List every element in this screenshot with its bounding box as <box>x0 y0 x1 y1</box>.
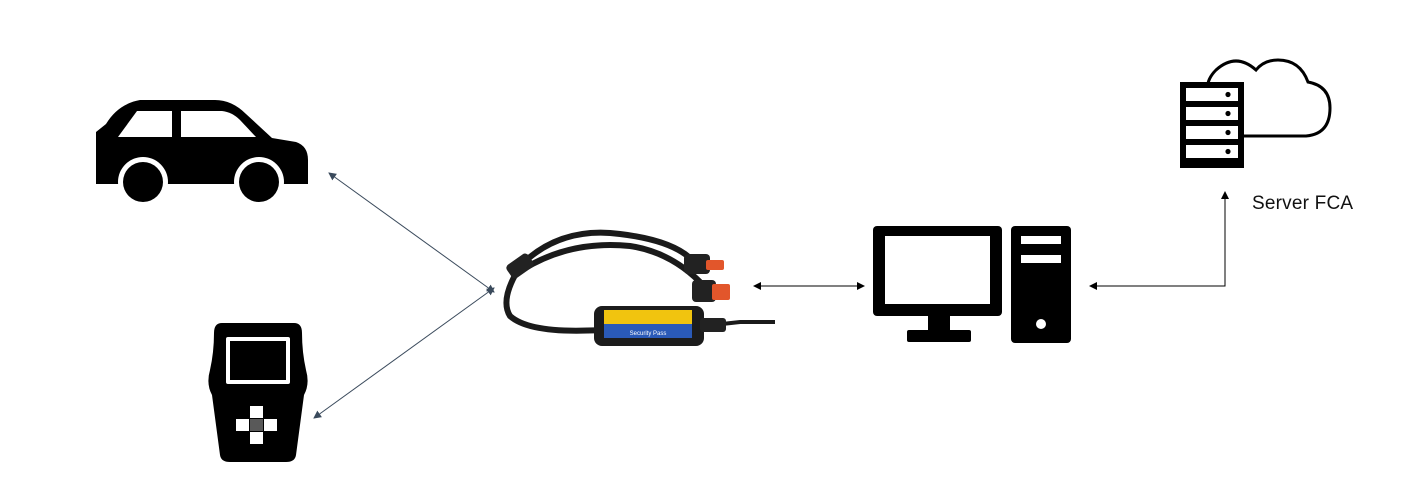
diagnostic-scan-tool-icon <box>208 323 308 462</box>
car-icon <box>96 100 308 207</box>
desktop-computer-icon <box>873 226 1071 343</box>
server-label: Server FCA <box>1252 193 1354 214</box>
server-cloud-icon <box>1180 58 1332 168</box>
car-adapter-link <box>328 172 495 293</box>
adapter-label: Security Pass <box>630 331 667 337</box>
computer-server-link <box>1089 191 1229 290</box>
security-pass-cable-icon: Security Pass <box>503 229 775 346</box>
scantool-adapter-link <box>313 287 495 419</box>
